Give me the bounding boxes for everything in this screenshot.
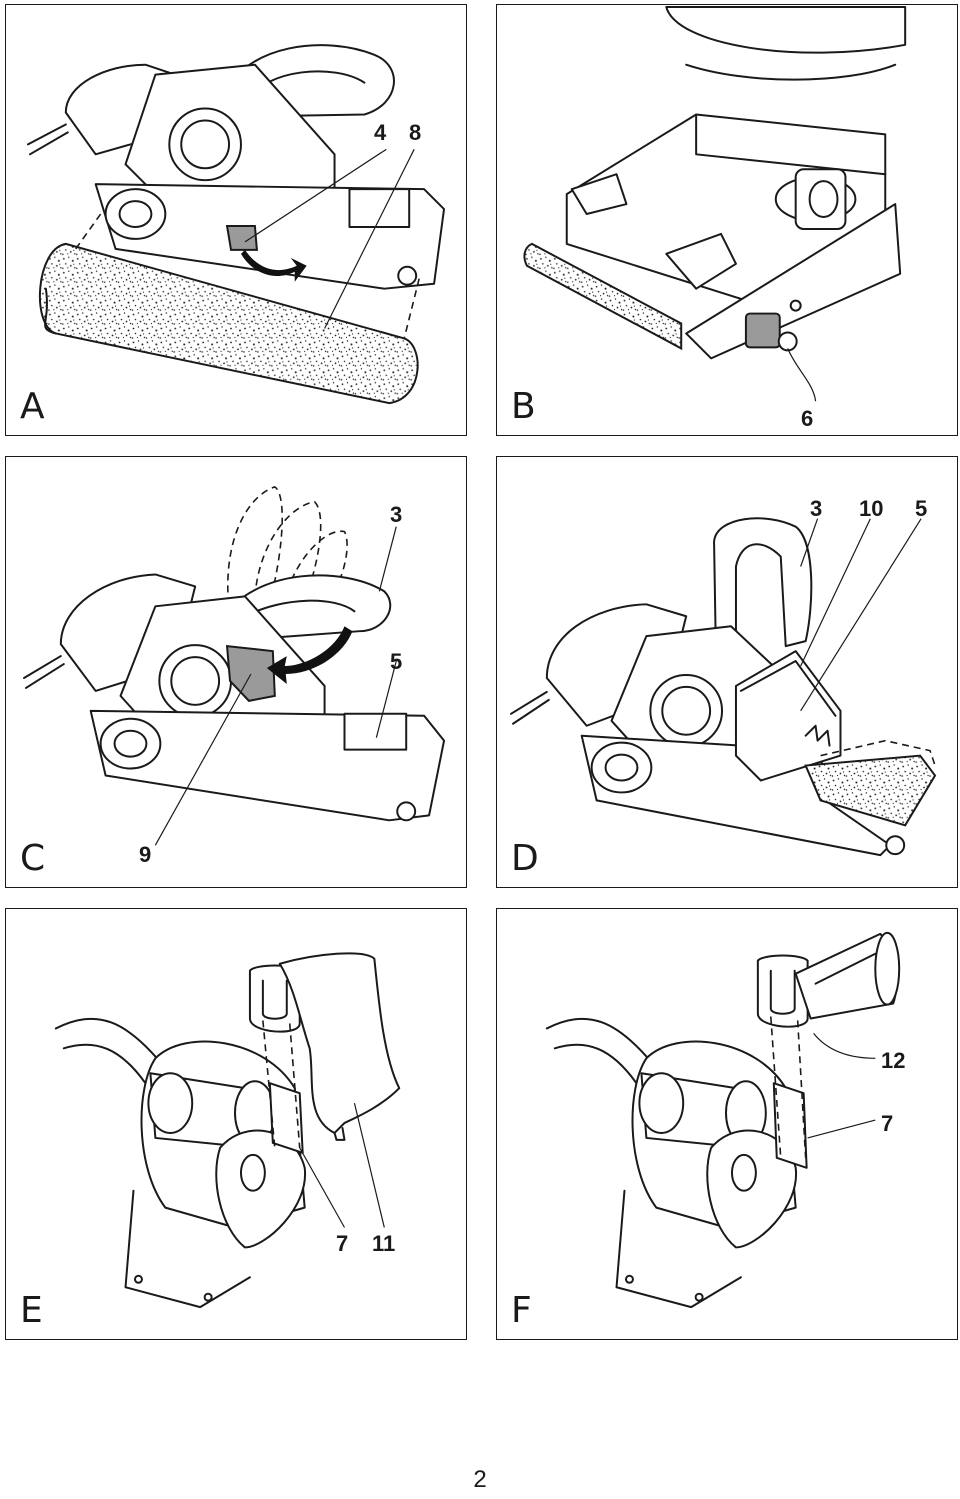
page-number: 2 [473, 1466, 487, 1493]
vacuum-hose-attach-illustration [545, 931, 901, 1309]
callout-8: 8 [409, 120, 422, 145]
callout-5: 5 [915, 496, 928, 521]
figure-panel-d: 3 10 5 D [496, 456, 958, 888]
figure-panel-e: 7 11 E [5, 908, 467, 1340]
belt-adjust-illustration [510, 517, 937, 857]
dust-bag-attach-illustration [54, 952, 401, 1309]
callout-10: 10 [859, 496, 884, 521]
figure-panel-c: 3 5 9 C [5, 456, 467, 888]
callout-11: 11 [372, 1231, 396, 1256]
handle-release-illustration [22, 485, 446, 846]
figure-panel-a: 4 8 A [5, 4, 467, 436]
panel-letter-d: D [511, 838, 539, 879]
callout-9: 9 [139, 842, 152, 867]
panel-letter-c: C [20, 838, 46, 879]
callout-4: 4 [374, 120, 387, 145]
panel-letter-f: F [511, 1290, 532, 1331]
figure-panel-f: 12 7 F [496, 908, 958, 1340]
dust-nozzle-adjust-illustration [523, 5, 907, 402]
callout-6: 6 [801, 406, 814, 431]
callout-7: 7 [336, 1231, 349, 1256]
callout-5: 5 [390, 649, 403, 674]
callout-3: 3 [390, 502, 403, 527]
panel-letter-e: E [20, 1290, 43, 1331]
callout-12: 12 [881, 1048, 906, 1073]
panel-letter-a: A [20, 386, 45, 427]
figure-panel-b: 6 B [496, 4, 958, 436]
sander-belt-install-illustration [26, 44, 446, 405]
panel-letter-b: B [511, 386, 536, 427]
callout-3: 3 [810, 496, 823, 521]
callout-7: 7 [881, 1111, 894, 1136]
